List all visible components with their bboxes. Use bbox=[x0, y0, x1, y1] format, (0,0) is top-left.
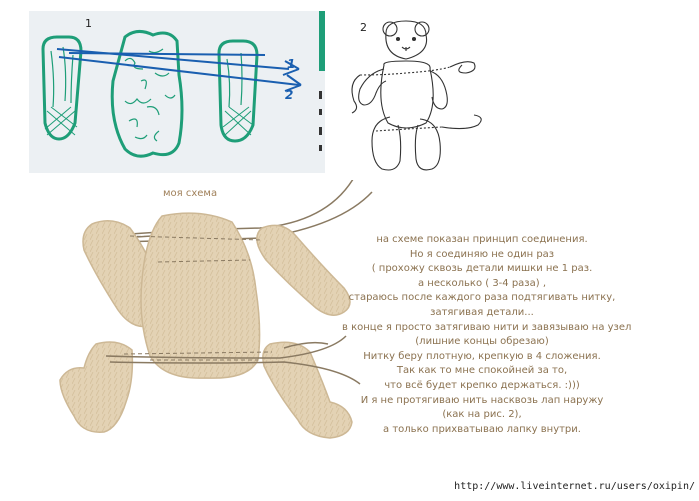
threads-bottom bbox=[105, 335, 361, 385]
figure-1-pattern-diagram: 1 1 2 bbox=[29, 11, 325, 173]
notes-text: на схеме показан принцип соединения. Но … bbox=[342, 233, 632, 437]
schema-title: моя схема bbox=[163, 188, 218, 199]
thread-arrows bbox=[56, 48, 302, 92]
watermark-url: http://www.liveinternet.ru/users/oxipin/ bbox=[454, 481, 695, 492]
notes-line: стараюсь после каждого раза подтягивать … bbox=[348, 292, 616, 304]
thread-line-2 bbox=[58, 56, 300, 86]
notes-line: Но я соединяю не один раз bbox=[409, 248, 555, 260]
notes-line: (лишние концы обрезаю) bbox=[415, 336, 549, 348]
fur-left-leg bbox=[59, 341, 134, 433]
notes-line: Так как то мне спокойней за то, bbox=[396, 365, 568, 377]
notes-line: затягивая детали... bbox=[430, 306, 534, 318]
notes-line: ( прохожу сквозь детали мишки не 1 раз. bbox=[371, 263, 593, 275]
figure-2-number: 2 bbox=[360, 21, 367, 34]
arrow-label-1: 1 bbox=[287, 57, 295, 71]
fur-body bbox=[140, 212, 261, 379]
pattern-body bbox=[110, 30, 184, 158]
notes-line: Нитку беру плотную, крепкую в 4 сложения… bbox=[363, 350, 601, 362]
dashed-threads bbox=[123, 235, 273, 361]
thread-line-1 bbox=[56, 48, 290, 70]
notes-line: в конце я просто затягиваю нити и завязы… bbox=[342, 321, 632, 333]
notes-line: на схеме показан принцип соединения. bbox=[376, 234, 588, 245]
figure-2-bear-drawing: 2 bbox=[346, 13, 496, 181]
notes-line: а несколько ( 3-4 раза) , bbox=[417, 277, 547, 289]
arrow-label-2: 2 bbox=[285, 88, 293, 102]
my-schema-diagram bbox=[0, 173, 699, 497]
notes-line: что всё будет крепко держаться. :))) bbox=[384, 379, 580, 391]
fur-right-arm bbox=[256, 224, 351, 316]
pattern-right-arm bbox=[217, 39, 259, 143]
figure-1-number: 1 bbox=[85, 17, 92, 30]
notes-line: И я не протягиваю нить насквозь лап нару… bbox=[360, 394, 604, 406]
edge-fragments bbox=[319, 91, 322, 151]
notes-line: а только прихватываю лапку внутри. bbox=[383, 423, 581, 435]
fur-right-leg bbox=[262, 341, 353, 439]
green-edge-strip bbox=[319, 11, 325, 71]
bear-outline bbox=[351, 20, 482, 171]
notes-line: (как на рис. 2), bbox=[442, 409, 522, 421]
